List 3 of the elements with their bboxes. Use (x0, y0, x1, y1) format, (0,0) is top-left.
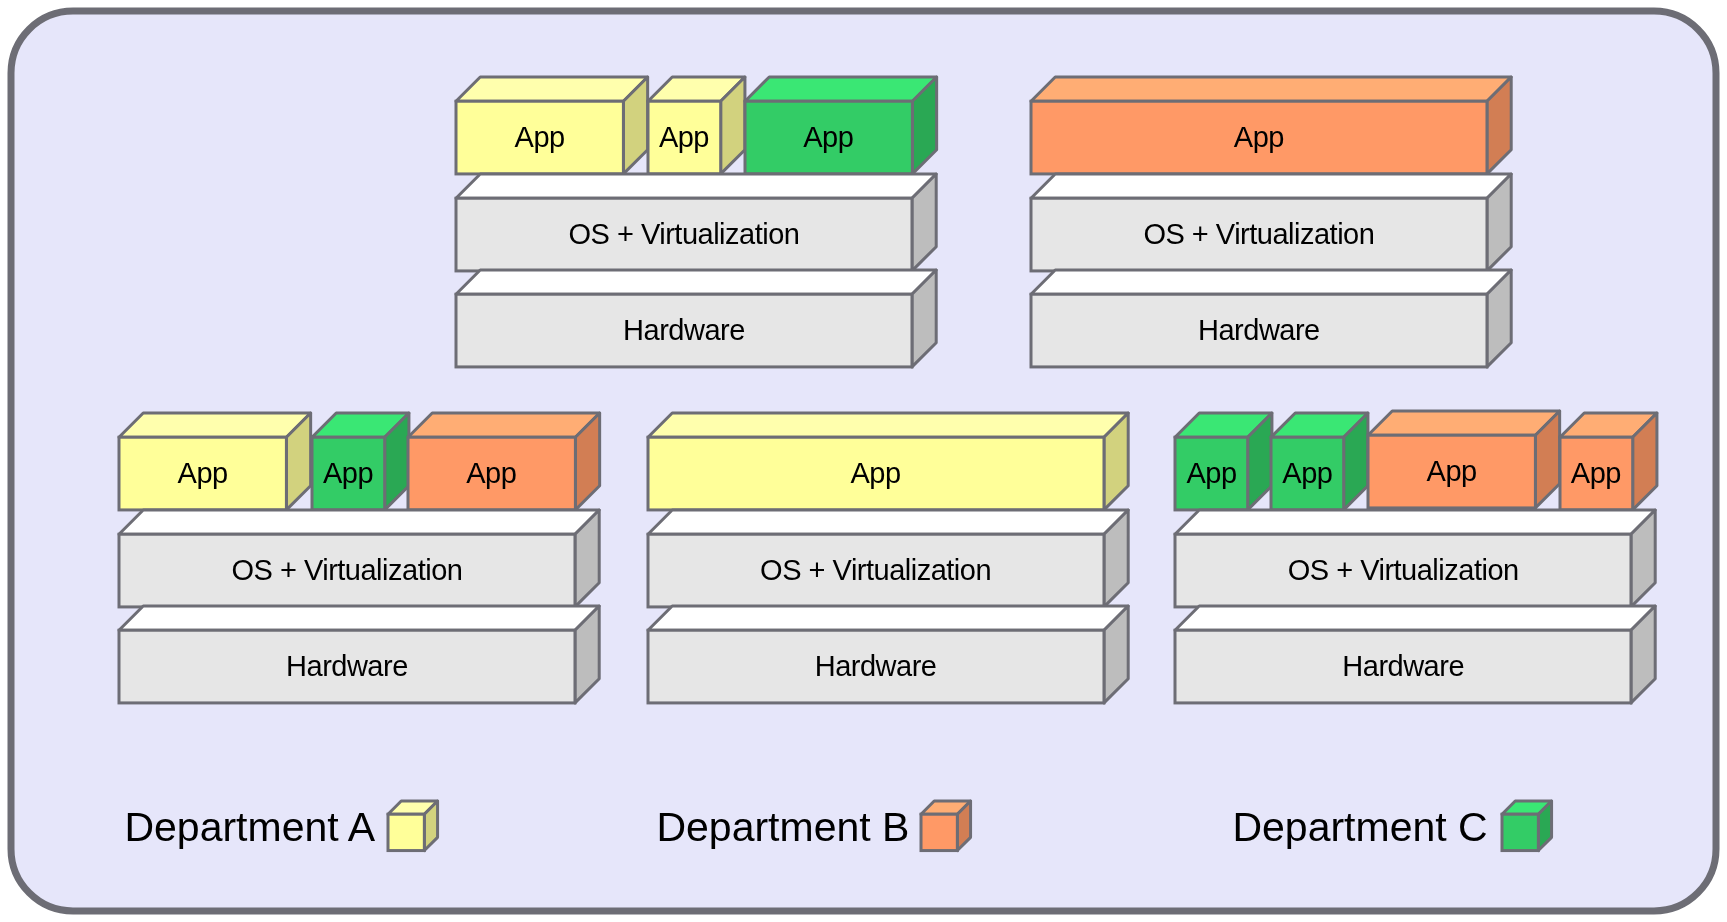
legend-label: Department B (656, 804, 910, 852)
legend-label: Department A (124, 804, 376, 852)
legend-label: Department C (1232, 804, 1488, 852)
